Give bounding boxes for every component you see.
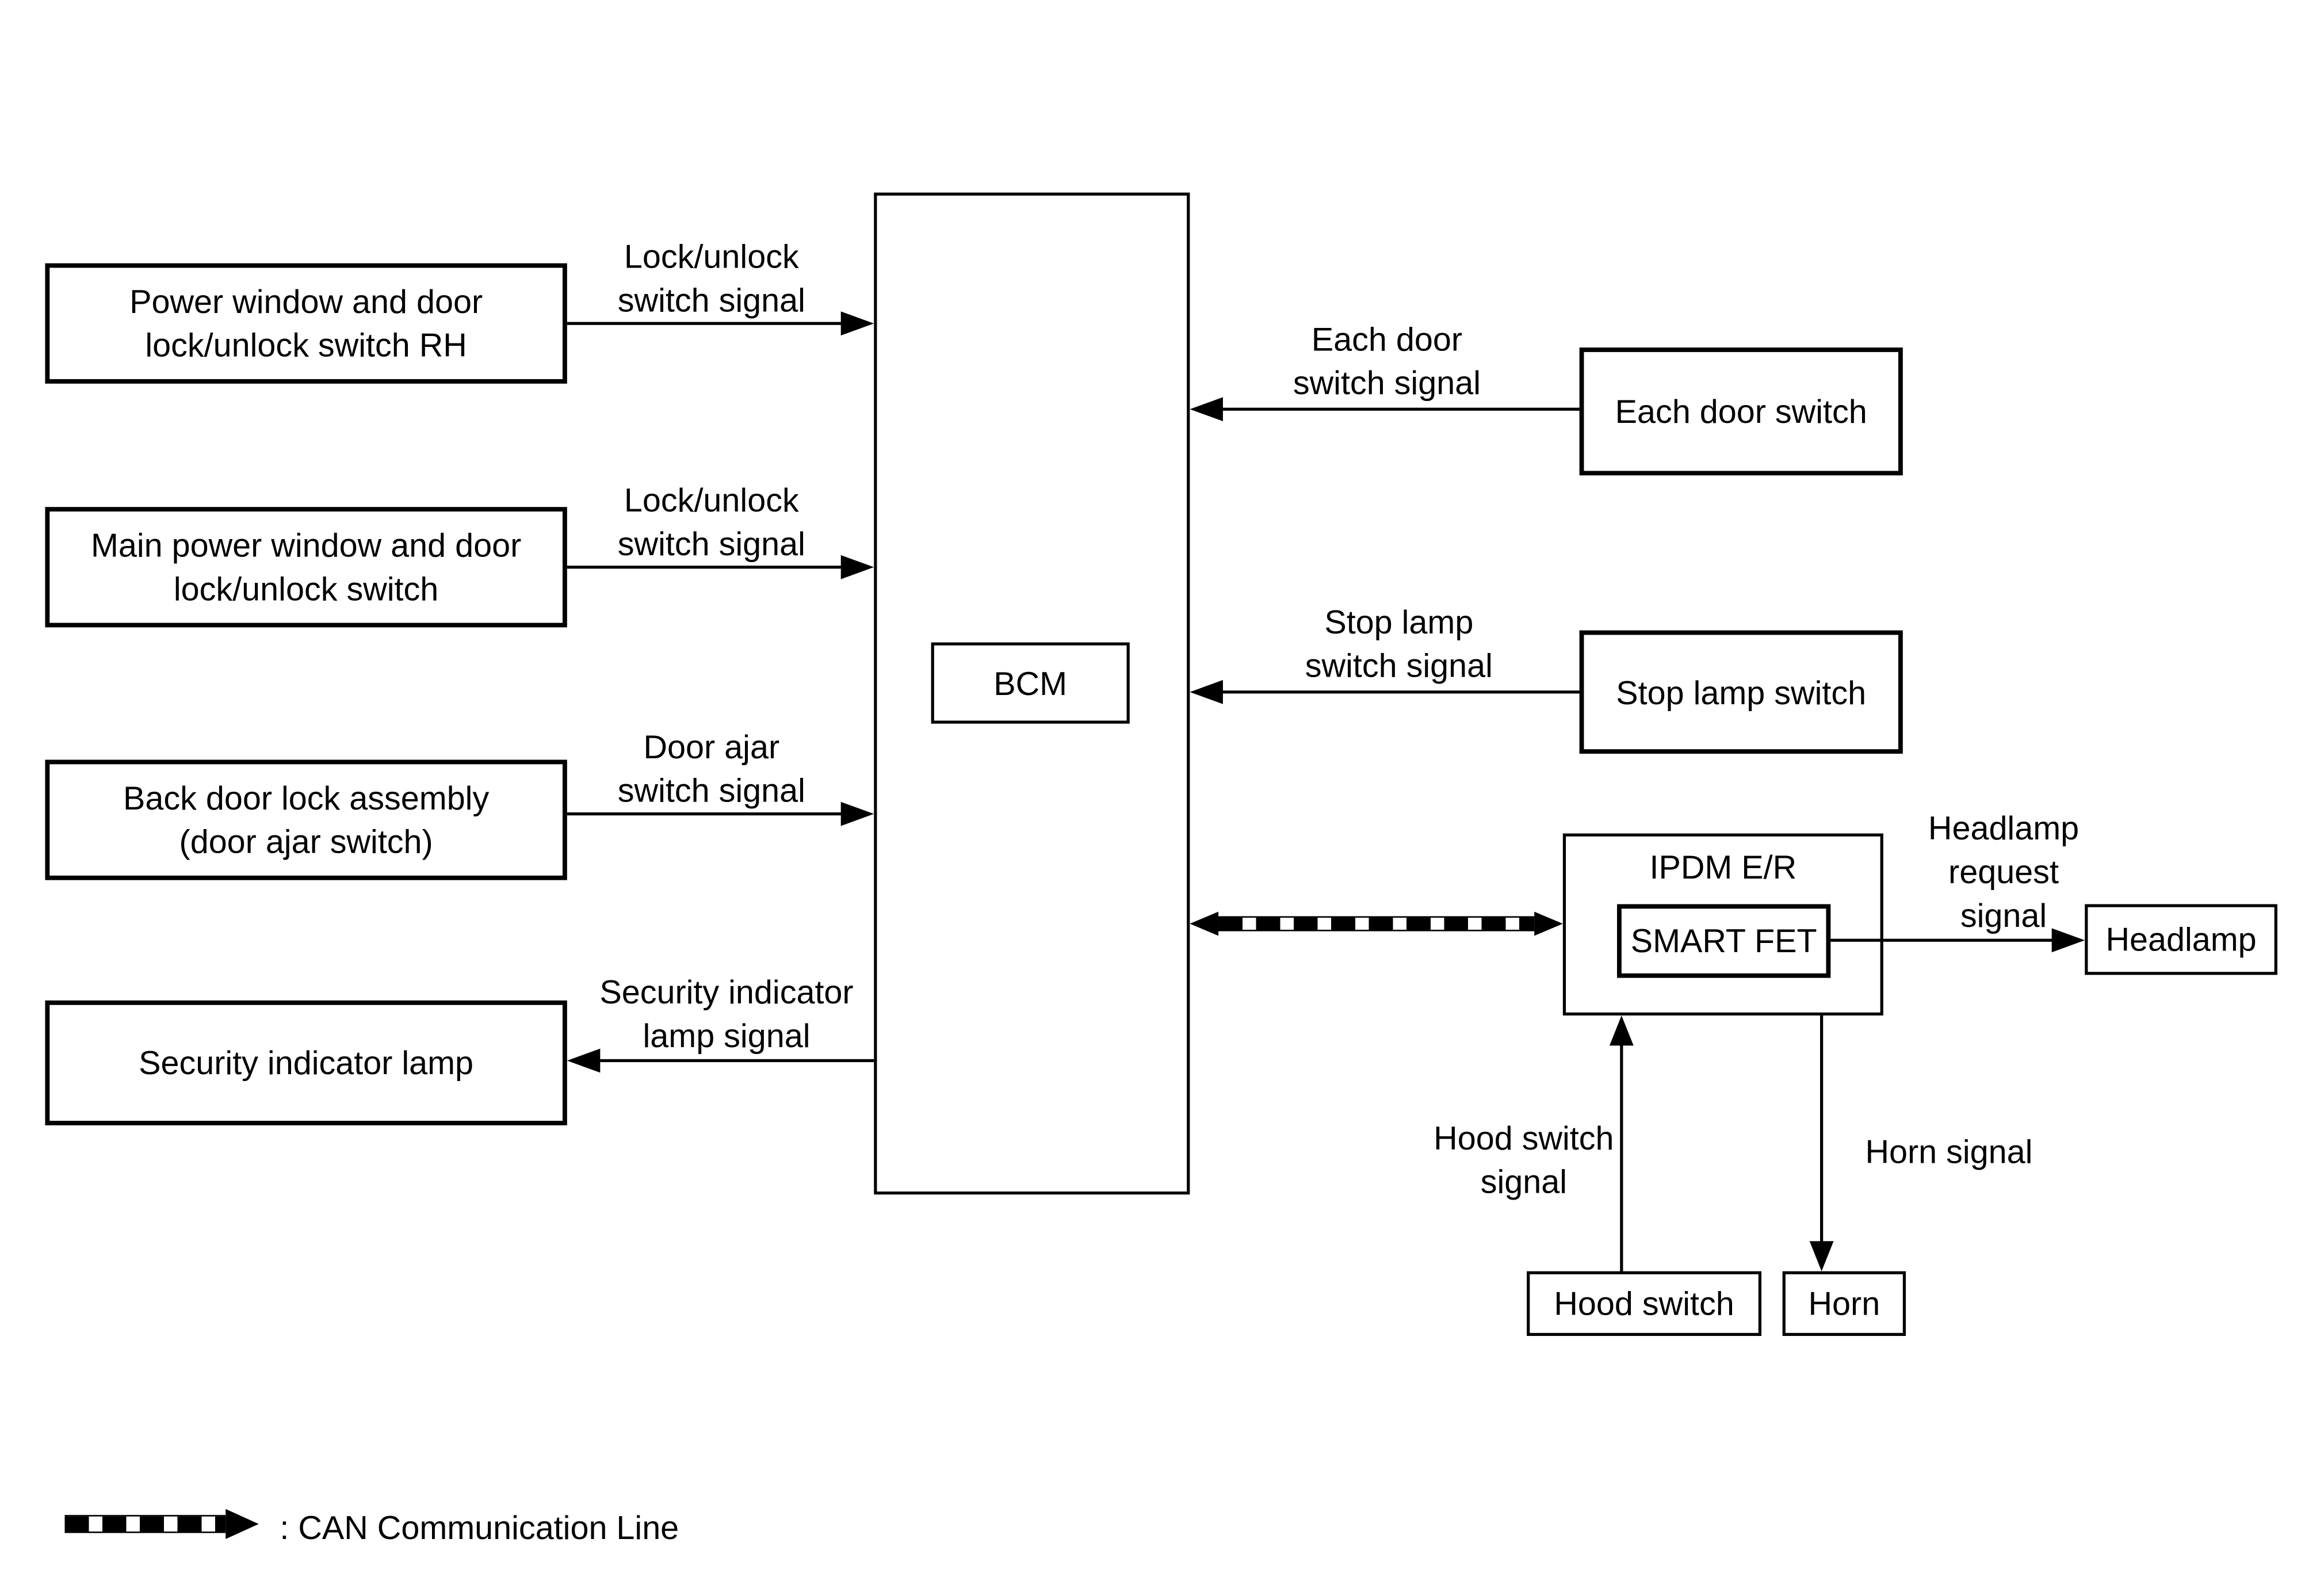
node-back-door-lock: Back door lock assembly (door ajar switc… (45, 759, 567, 880)
signal-label-hood-switch: Hood switch signal (1434, 1119, 1614, 1201)
signal-label-each-door: Each door switch signal (1293, 320, 1481, 402)
legend-label: : CAN Communication Line (280, 1509, 679, 1547)
arrow-security-lamp-shaft (600, 1059, 874, 1063)
arrow-stop-lamp-shaft (1222, 690, 1580, 694)
arrow-horn-head-icon (1809, 1241, 1834, 1271)
node-bcm: BCM (931, 642, 1130, 724)
node-hood-switch: Hood switch (1527, 1271, 1762, 1337)
node-stop-lamp-switch: Stop lamp switch (1579, 630, 1903, 754)
arrow-hood-switch-shaft (1620, 1043, 1623, 1271)
arrow-security-lamp-head-icon (567, 1048, 601, 1073)
signal-label-horn: Horn signal (1865, 1133, 2033, 1171)
node-label: SMART FET (1630, 922, 1817, 960)
node-label: lock/unlock switch (173, 570, 439, 608)
signal-label-stop-lamp: Stop lamp switch signal (1305, 603, 1493, 685)
arrow-door-ajar-shaft (567, 812, 843, 816)
node-label: Stop lamp switch (1616, 673, 1867, 711)
node-main-power-window: Main power window and door lock/unlock s… (45, 507, 567, 628)
node-label: Power window and door (129, 282, 483, 320)
node-smart-fet: SMART FET (1616, 904, 1831, 978)
node-label: Main power window and door (90, 526, 522, 564)
arrow-headlamp-request-head-icon (2051, 928, 2085, 953)
node-horn: Horn (1782, 1271, 1906, 1337)
node-label: Back door lock assembly (123, 779, 490, 817)
arrow-lock-unlock-2-shaft (567, 566, 843, 569)
signal-label-lock-unlock-2: Lock/unlock switch signal (617, 481, 805, 563)
can-line (1218, 916, 1535, 931)
node-label: BCM (993, 664, 1068, 702)
arrow-each-door-head-icon (1190, 397, 1223, 422)
signal-label-lock-unlock-1: Lock/unlock switch signal (617, 238, 805, 319)
node-security-indicator-lamp: Security indicator lamp (45, 1000, 567, 1125)
node-label: Each door switch (1615, 392, 1867, 430)
arrow-hood-switch-head-icon (1609, 1015, 1634, 1046)
arrow-headlamp-request-shaft (1830, 938, 2054, 942)
arrow-lock-unlock-1-shaft (567, 322, 843, 325)
node-label: Horn (1808, 1285, 1880, 1323)
can-line-right-head-icon (1534, 911, 1563, 936)
node-label: Headlamp (2105, 921, 2257, 959)
arrow-horn-shaft (1820, 1015, 1824, 1244)
legend-can-arrow-head-icon (225, 1509, 259, 1540)
node-label: lock/unlock switch RH (145, 326, 467, 364)
node-label: Hood switch (1554, 1285, 1734, 1323)
node-label: Security indicator lamp (139, 1044, 474, 1082)
arrow-lock-unlock-2-head-icon (840, 555, 874, 579)
node-label: (door ajar switch) (179, 823, 433, 861)
legend-can-line-icon (64, 1515, 226, 1533)
node-headlamp: Headlamp (2085, 904, 2277, 975)
arrow-lock-unlock-1-head-icon (840, 311, 874, 336)
node-each-door-switch: Each door switch (1579, 348, 1903, 476)
node-ipdm-er-label: IPDM E/R (1649, 848, 1797, 887)
can-line-left-head-icon (1190, 911, 1219, 936)
signal-label-headlamp-request: Headlamp request signal (1928, 809, 2080, 934)
arrow-door-ajar-head-icon (840, 801, 874, 826)
signal-label-door-ajar: Door ajar switch signal (617, 728, 805, 809)
signal-label-security-lamp: Security indicator lamp signal (599, 973, 854, 1055)
arrow-stop-lamp-head-icon (1190, 679, 1223, 704)
node-power-window-rh: Power window and door lock/unlock switch… (45, 263, 567, 384)
arrow-each-door-shaft (1222, 407, 1580, 411)
